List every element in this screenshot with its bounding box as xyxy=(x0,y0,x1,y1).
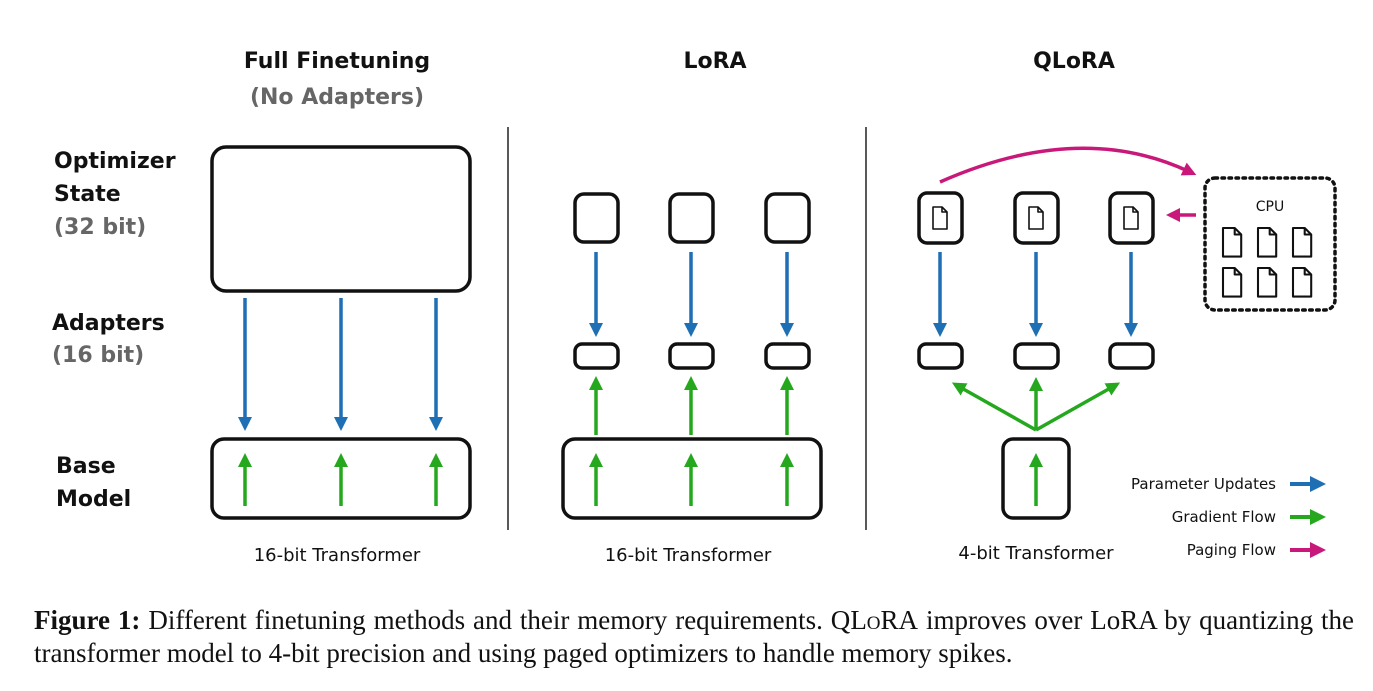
caption-text-part1: Different finetuning methods and their m… xyxy=(140,605,851,635)
adapters-label: Adapters xyxy=(52,311,165,336)
legend-paging-flow-label: Paging Flow xyxy=(1187,541,1276,559)
adapters-bits-label: (16 bit) xyxy=(52,343,144,368)
optimizer-bits-label: (32 bit) xyxy=(54,215,146,240)
legend: Parameter Updates Gradient Flow Paging F… xyxy=(1131,475,1326,559)
full-finetuning-title: Full Finetuning xyxy=(244,49,430,74)
legend-parameter-updates-label: Parameter Updates xyxy=(1131,475,1276,493)
full-finetuning-subtitle: (No Adapters) xyxy=(250,85,424,110)
full-parameter-update-arrows xyxy=(238,298,443,431)
qlora-transformer-label: 4-bit Transformer xyxy=(958,543,1114,564)
cpu-label: CPU xyxy=(1256,199,1284,215)
lora-title: LoRA xyxy=(683,49,746,74)
caption-text-part2: improves over LoRA by quantizing the tra… xyxy=(34,605,1354,668)
qlora-parameter-update-arrows xyxy=(933,252,1138,337)
full-transformer-label: 16-bit Transformer xyxy=(254,545,421,566)
qlora-gradient-arrows xyxy=(951,377,1121,506)
lora-parameter-update-arrows xyxy=(589,252,794,337)
figure-caption: Figure 1: Different finetuning methods a… xyxy=(34,604,1354,670)
caption-label: Figure 1: xyxy=(34,605,141,635)
legend-gradient-flow-label: Gradient Flow xyxy=(1172,508,1276,526)
full-optimizer-state-box xyxy=(210,145,472,293)
qlora-adapter-boxes xyxy=(917,342,1155,370)
base-model-label-line2: Model xyxy=(56,487,131,512)
finetuning-diagram: Full Finetuning (No Adapters) LoRA QLoRA… xyxy=(52,49,1337,566)
optimizer-label-line1: Optimizer xyxy=(54,149,176,174)
lora-transformer-label: 16-bit Transformer xyxy=(605,545,772,566)
lora-gradient-arrows xyxy=(589,376,794,506)
qlora-paging-arc-arrow xyxy=(939,146,1197,184)
caption-text-smallcaps: LoRA xyxy=(850,605,919,635)
lora-adapter-boxes xyxy=(573,342,811,370)
lora-optimizer-boxes xyxy=(573,192,811,244)
base-model-label-line1: Base xyxy=(56,454,116,479)
optimizer-label-line2: State xyxy=(54,182,121,207)
qlora-title: QLoRA xyxy=(1033,49,1115,74)
full-gradient-arrows xyxy=(238,453,443,506)
